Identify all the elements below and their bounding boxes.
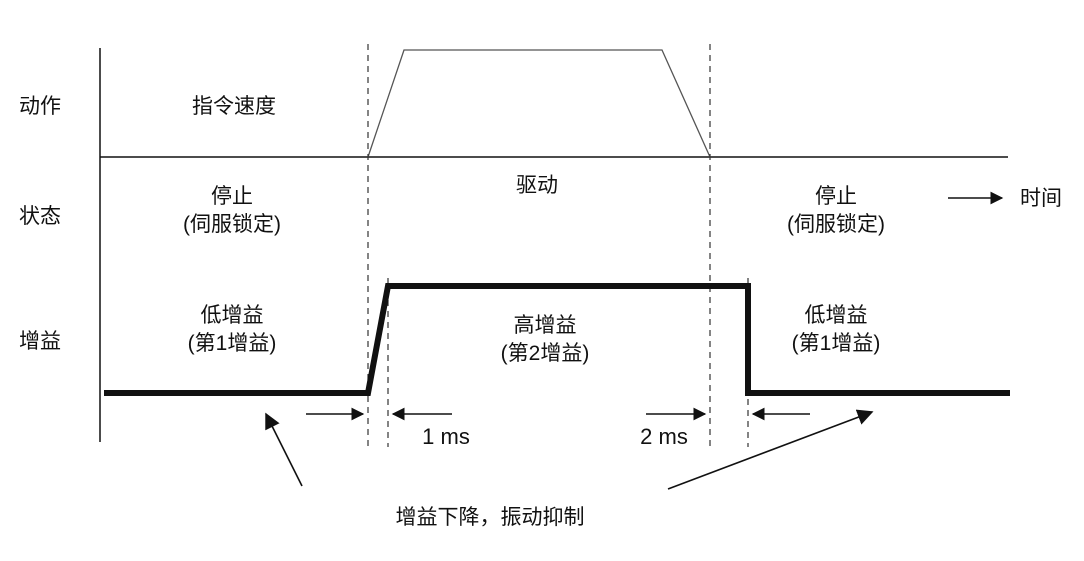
axes — [99, 48, 1008, 442]
annotation-arrow-left — [265, 412, 303, 487]
time-axis-label: 时间 — [1020, 187, 1062, 210]
gain-low-right-line1: 低增益 — [805, 304, 868, 327]
annotation-label: 增益下降，振动抑制 — [396, 506, 585, 529]
row-label-gain: 增益 — [19, 330, 61, 353]
gain-low-left-line2: (第1增益) — [188, 332, 277, 355]
command-speed-curve — [367, 49, 711, 158]
gain-low-right-line2: (第1增益) — [792, 332, 881, 355]
status-stop-right-line2: (伺服锁定) — [787, 213, 885, 236]
gain-high-line2: (第2增益) — [501, 342, 590, 365]
timing-1ms-label: 1 ms — [422, 424, 470, 449]
status-stop-right-line1: 停止 — [815, 185, 857, 208]
gain-high-line1: 高增益 — [514, 314, 577, 337]
status-stop-left-line1: 停止 — [211, 185, 253, 208]
status-stop-left-line2: (伺服锁定) — [183, 213, 281, 236]
row-label-status: 状态 — [19, 205, 61, 228]
status-drive-label: 驱动 — [516, 174, 558, 197]
row-label-action: 动作 — [19, 95, 61, 118]
command-speed-label: 指令速度 — [192, 95, 276, 118]
annotation-arrow-right — [667, 409, 874, 490]
dashed-guides — [367, 44, 749, 447]
timing-2ms-label: 2 ms — [640, 424, 688, 449]
gain-level-line — [104, 283, 1010, 396]
annotation-arrows — [265, 409, 874, 490]
gain-low-left-line1: 低增益 — [201, 304, 264, 327]
